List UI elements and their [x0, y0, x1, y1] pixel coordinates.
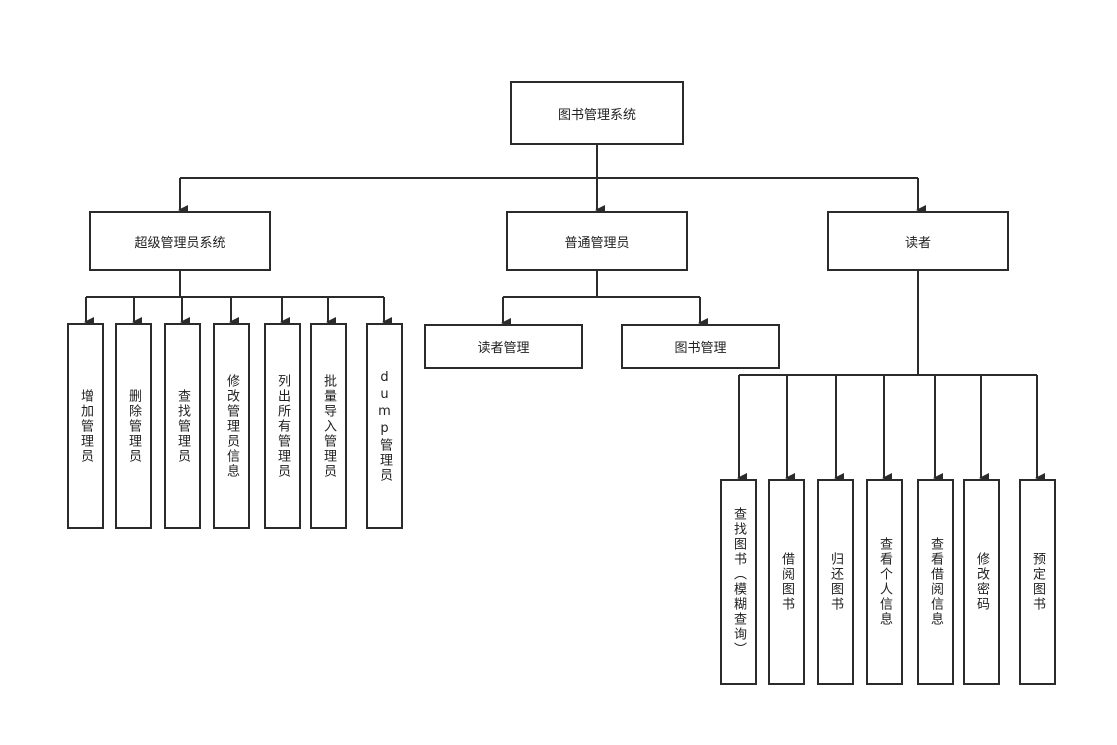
admin-child-book-management: 图书管理: [621, 324, 780, 369]
child-label: 修改管理员信息: [224, 373, 239, 479]
child-label: 列出所有管理员: [275, 373, 290, 479]
admin-child-reader-management: 读者管理: [424, 324, 583, 369]
reader-child-search: 查找图书（模糊查询）: [720, 479, 757, 685]
super-admin-child-add: 增加管理员: [67, 323, 104, 529]
root-label: 图书管理系统: [557, 107, 636, 123]
reader-label: 读者: [904, 235, 931, 251]
reader-child-borrow: 借阅图书: [768, 479, 805, 685]
admin-node: 普通管理员: [506, 211, 688, 271]
reader-child-reserve: 预定图书: [1019, 479, 1056, 685]
root-node: 图书管理系统: [510, 81, 684, 145]
child-label: dump管理员: [377, 369, 392, 483]
child-label: 归还图书: [828, 552, 843, 612]
super-admin-child-delete: 删除管理员: [115, 323, 152, 529]
super-admin-node: 超级管理员系统: [89, 211, 271, 271]
reader-child-borrow-info: 查看借阅信息: [917, 479, 954, 685]
child-label: 查看个人信息: [877, 537, 892, 627]
reader-child-password: 修改密码: [963, 479, 1000, 685]
child-label: 删除管理员: [126, 388, 141, 464]
child-label: 预定图书: [1030, 552, 1045, 612]
child-label: 读者管理: [477, 341, 530, 356]
reader-node: 读者: [827, 211, 1009, 271]
child-label: 图书管理: [674, 341, 727, 356]
admin-label: 普通管理员: [564, 235, 630, 251]
super-admin-child-dump: dump管理员: [366, 323, 403, 529]
reader-child-return: 归还图书: [817, 479, 854, 685]
super-admin-child-list: 列出所有管理员: [264, 323, 301, 529]
child-label: 查找管理员: [175, 388, 190, 464]
child-label: 查看借阅信息: [928, 537, 943, 627]
child-label: 借阅图书: [779, 552, 794, 612]
super-admin-child-modify: 修改管理员信息: [213, 323, 250, 529]
super-admin-child-import: 批量导入管理员: [310, 323, 347, 529]
child-label: 增加管理员: [78, 388, 93, 464]
super-admin-child-find: 查找管理员: [164, 323, 201, 529]
super-admin-label: 超级管理员系统: [134, 235, 226, 251]
child-label: 批量导入管理员: [321, 373, 336, 479]
reader-child-personal-info: 查看个人信息: [866, 479, 903, 685]
child-label: 修改密码: [974, 552, 989, 612]
child-label: 查找图书（模糊查询）: [731, 507, 746, 657]
